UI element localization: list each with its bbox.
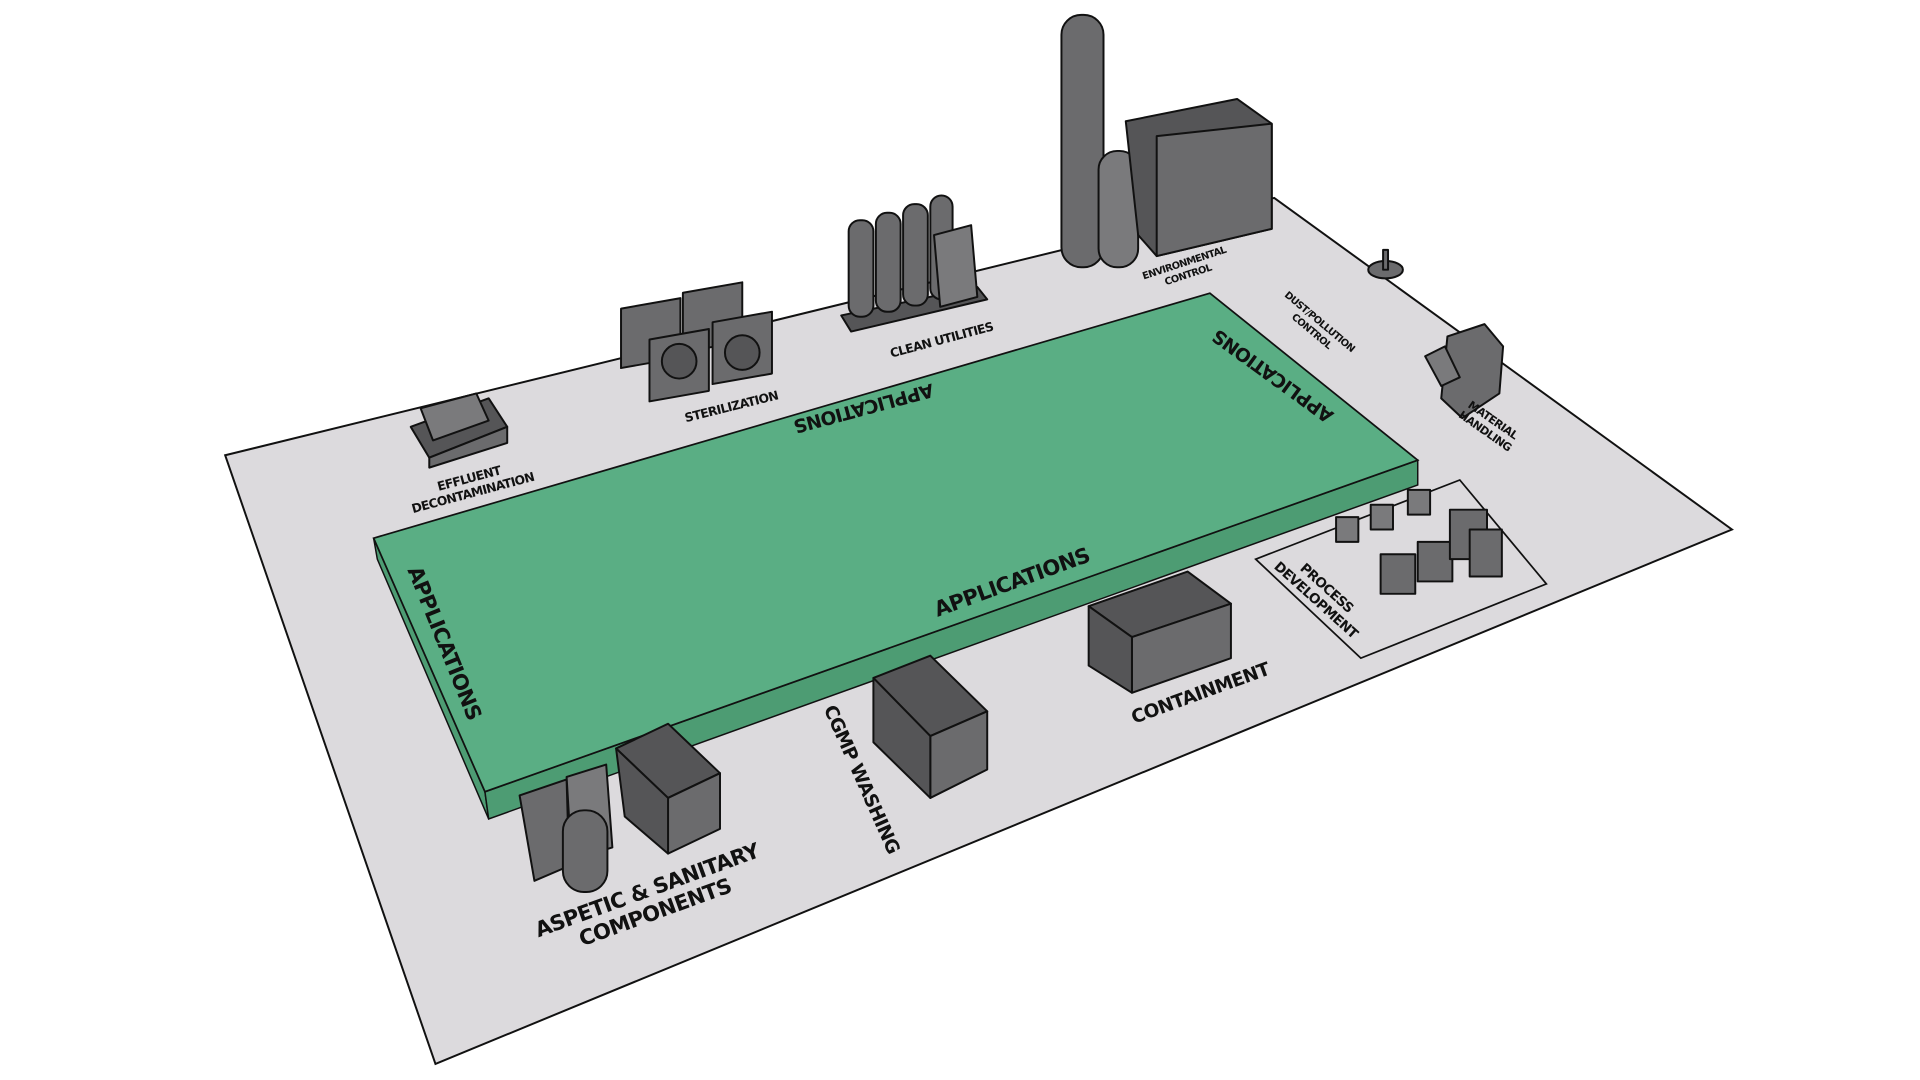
effluent-decontamination-unit (409, 392, 509, 469)
dust-pollution-fixture (1367, 248, 1404, 280)
clean-utilities-unit (840, 194, 989, 333)
material-handling-unit (1424, 323, 1505, 420)
sterilization-unit (620, 281, 773, 403)
containment-unit (1087, 570, 1232, 694)
applications-slab (372, 292, 1420, 793)
cgmp-washing-unit (872, 654, 989, 799)
aseptic-components-unit (518, 722, 721, 893)
process-development-equipment (1335, 488, 1503, 595)
environmental-control-unit (1060, 13, 1273, 269)
